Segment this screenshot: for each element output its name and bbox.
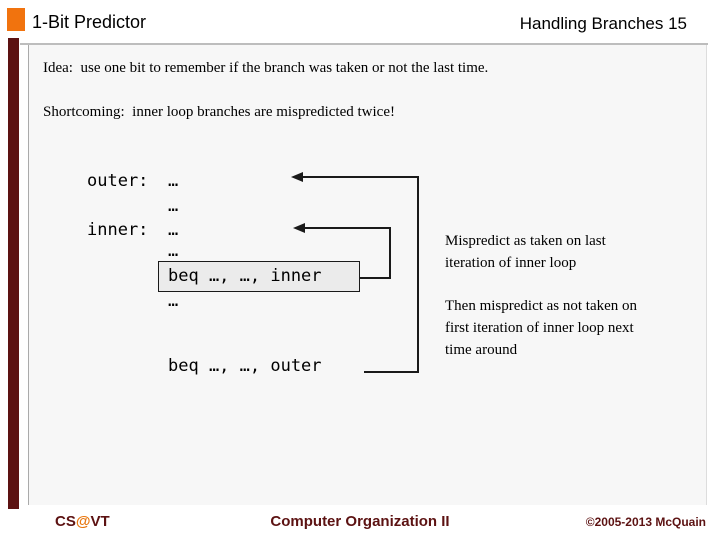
beq-inner-highlight-box: beq …, …, inner [158, 261, 360, 292]
title-divider [20, 43, 708, 45]
outer-loop-arrow-vertical-line [417, 176, 419, 373]
orange-accent-square [7, 8, 25, 31]
outer-loop-arrow-top-line [302, 176, 418, 178]
maroon-accent-bar [8, 38, 19, 509]
footer-at-symbol: @ [75, 513, 91, 530]
code-beq-inner: beq …, …, inner [168, 266, 322, 286]
code-beq-outer: beq …, …, outer [168, 356, 322, 376]
section-page-label: Handling Branches 15 [519, 14, 687, 33]
annotation-mispredict-not-taken: Then mispredict as not taken on first it… [445, 295, 695, 361]
annotation-line: first iteration of inner loop next [445, 320, 634, 336]
annotation-line: Mispredict as taken on last [445, 233, 606, 249]
footer-copyright: ©2005-2013 McQuain [585, 515, 706, 529]
code-outer-label: outer: [87, 171, 149, 191]
code-ellipsis: … [168, 241, 179, 261]
outer-loop-arrow-bottom-line [364, 371, 419, 373]
code-ellipsis: … [168, 171, 179, 191]
inner-loop-arrow-top-line [304, 227, 390, 229]
footer-cs: CS [55, 513, 76, 530]
shortcoming-text: Shortcoming: inner loop branches are mis… [43, 104, 395, 120]
annotation-line: iteration of inner loop [445, 255, 577, 271]
inner-loop-arrow-vertical-line [389, 227, 391, 279]
outer-loop-arrowhead-icon [291, 172, 303, 182]
code-ellipsis: … [168, 196, 179, 216]
footer-course-title: Computer Organization II [270, 513, 450, 530]
page-title: 1-Bit Predictor [32, 12, 147, 32]
code-inner-label: inner: [87, 220, 149, 240]
annotation-line: time around [445, 342, 518, 358]
annotation-mispredict-taken: Mispredict as taken on last iteration of… [445, 230, 695, 274]
code-ellipsis: … [168, 220, 179, 240]
inner-loop-arrowhead-icon [293, 223, 305, 233]
idea-text: Idea: use one bit to remember if the bra… [43, 60, 489, 76]
inner-loop-arrow-bottom-line [360, 277, 391, 279]
annotation-line: Then mispredict as not taken on [445, 298, 638, 314]
footer-csvt-logo: CS@VT [55, 513, 110, 530]
footer-vt: VT [90, 513, 110, 530]
content-box [28, 45, 707, 505]
code-ellipsis: … [168, 291, 179, 311]
